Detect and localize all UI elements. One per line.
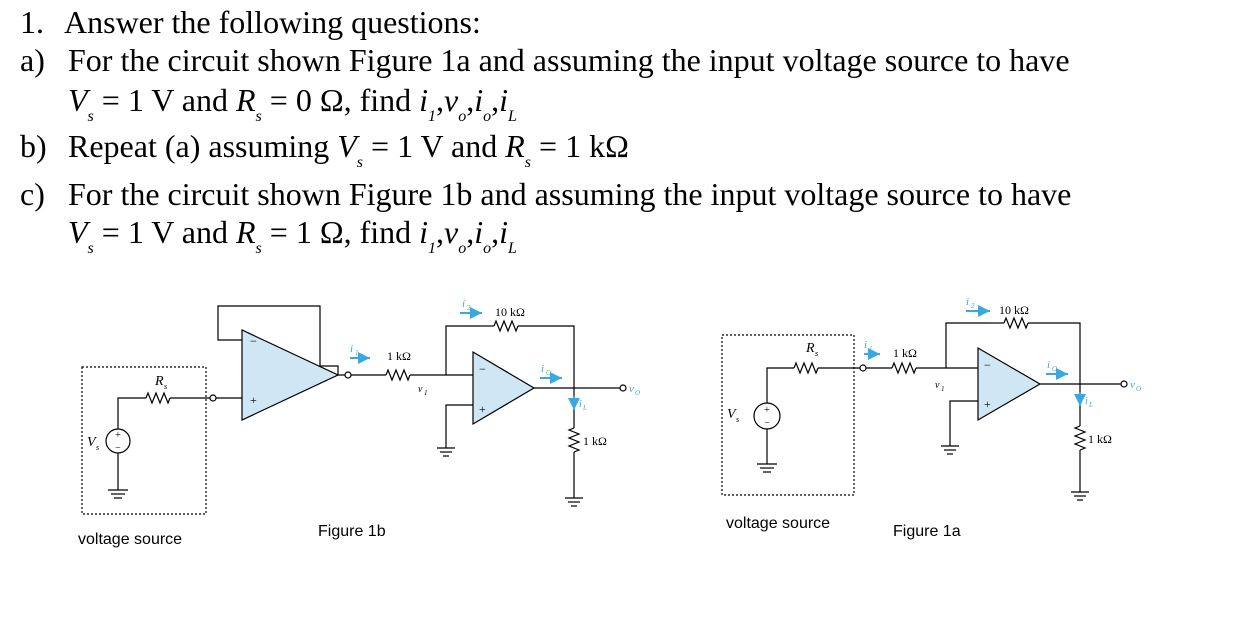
voltage-source-box (81, 366, 207, 515)
svg-text:+: + (250, 393, 257, 407)
rl-label: 1 kΩ (583, 434, 607, 448)
svg-text:1: 1 (869, 345, 873, 353)
question-b-label: b) (20, 128, 47, 164)
opamp-inverting (977, 346, 1042, 422)
svg-text:O: O (1052, 365, 1057, 373)
rl-label: 1 kΩ (1088, 432, 1112, 446)
svg-text:−: − (479, 362, 486, 376)
svg-text:1: 1 (355, 349, 359, 357)
question-c-conditions: Vs = 1 V and Rs = 1 Ω, find i1,vo,io,iL (68, 214, 517, 257)
svg-text:s: s (736, 415, 739, 424)
figure-1b: + − V s R s − + i 1 1 kΩ (78, 298, 640, 548)
i2-label: i (462, 298, 465, 310)
io-label: i (541, 363, 544, 375)
svg-text:s: s (164, 382, 167, 391)
i1-label: i (350, 343, 353, 355)
svg-text:1: 1 (941, 385, 945, 393)
opamp-inverting (472, 350, 536, 426)
svg-text:v: v (418, 384, 423, 395)
svg-text:O: O (546, 369, 551, 377)
vs-label: V (87, 435, 97, 450)
svg-text:−: − (984, 358, 991, 372)
svg-text:−: − (764, 418, 770, 429)
svg-text:s: s (815, 349, 818, 358)
figure-1a: + − V s R s i 1 1 kΩ v 1 10 kΩ i (721, 296, 1141, 540)
svg-text:−: − (115, 443, 121, 454)
r1-label: 1 kΩ (387, 349, 411, 363)
question-a-conditions: Vs = 1 V and Rs = 0 Ω, find i1,vo,io,iL (68, 82, 517, 125)
svg-text:+: + (115, 430, 121, 441)
resistor-rl (1073, 425, 1087, 451)
svg-text:s: s (96, 443, 99, 452)
svg-text:L: L (1088, 401, 1093, 409)
question-1: 1. Answer the following questions: (20, 4, 481, 40)
question-c-line1: For the circuit shown Figure 1b and assu… (68, 176, 1072, 212)
r2-label: 10 kΩ (999, 303, 1029, 317)
svg-text:2: 2 (971, 302, 975, 310)
rs-label: R (805, 341, 815, 356)
voltage-source-box (721, 334, 855, 496)
il-label: i (579, 399, 582, 410)
svg-text:L: L (582, 404, 587, 412)
question-a: a) For the circuit shown Figure 1a and as… (20, 42, 1070, 78)
resistor-r2 (1003, 316, 1029, 330)
resistor-r2 (493, 319, 519, 333)
resistor-rs (145, 391, 171, 405)
r1-label: 1 kΩ (893, 346, 917, 360)
vo-label: v (629, 383, 634, 395)
question-number: 1. (20, 4, 44, 40)
resistor-r1 (385, 368, 411, 382)
resistor-rl (567, 427, 581, 453)
question-a-label: a) (20, 42, 45, 78)
figure-1b-caption: Figure 1b (318, 523, 386, 540)
vo-label: v (1130, 379, 1135, 391)
svg-text:2: 2 (467, 304, 471, 312)
il-label: i (1085, 396, 1088, 407)
svg-text:+: + (764, 405, 770, 416)
question-a-line1: For the circuit shown Figure 1a and assu… (68, 42, 1070, 78)
svg-text:+: + (984, 397, 991, 411)
io-label: i (1047, 359, 1050, 371)
i2-label: i (966, 296, 969, 308)
opamp-buffer (241, 329, 340, 421)
figure-1a-source-caption: voltage source (726, 515, 830, 532)
svg-text:−: − (250, 334, 257, 348)
question-1-text: Answer the following questions: (64, 4, 481, 40)
svg-text:O: O (635, 389, 640, 397)
r2-label: 10 kΩ (495, 305, 525, 319)
figure-1b-source-caption: voltage source (78, 531, 182, 548)
svg-text:1: 1 (424, 389, 428, 397)
svg-text:O: O (1136, 385, 1141, 393)
svg-text:+: + (479, 402, 486, 416)
question-c: c) For the circuit shown Figure 1b and as… (20, 176, 1071, 212)
rs-label: R (154, 374, 164, 389)
i1-label: i (864, 339, 867, 351)
question-c-label: c) (20, 176, 45, 212)
question-b: b)Repeat (a) assuming Vs = 1 V and Rs = … (20, 128, 629, 171)
resistor-rs (793, 361, 819, 375)
figure-1a-caption: Figure 1a (893, 523, 961, 540)
vs-label: V (727, 407, 737, 422)
resistor-r1 (891, 361, 917, 375)
svg-text:v: v (935, 380, 940, 391)
